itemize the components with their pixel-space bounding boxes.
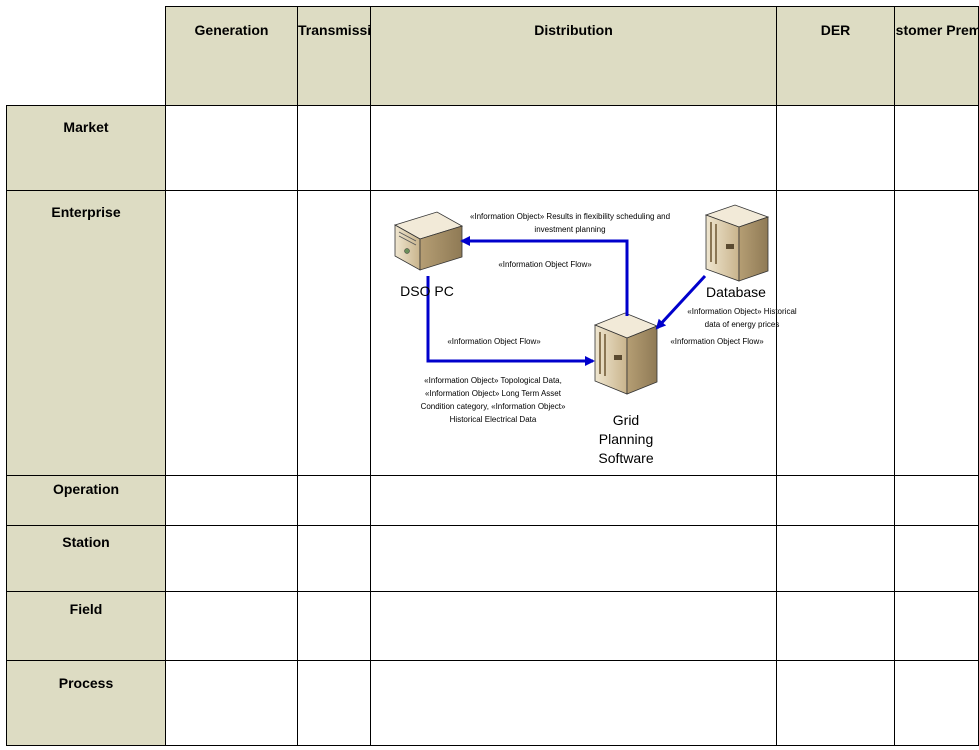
grid-cell-market-transmission: [297, 105, 371, 191]
domain-header-generation: Generation: [165, 6, 298, 106]
flow-arrow-results[interactable]: [460, 236, 629, 316]
grid-cell-operation-generation: [165, 475, 298, 526]
grid-cell-enterprise-generation: [165, 190, 298, 476]
historical-prices-flow-label: «Information Object Flow»: [670, 337, 764, 346]
database-label: Database: [706, 284, 766, 300]
grid-cell-market-generation: [165, 105, 298, 191]
zone-header-operation: Operation: [6, 475, 166, 526]
historical-prices-object-label-line-1: «Information Object» Historical: [687, 307, 797, 316]
topological-object-label-line-3: Condition category, «Information Object»: [421, 402, 566, 411]
grid-planning-label-line-1: Grid: [613, 412, 639, 428]
grid-cell-operation-transmission: [297, 475, 371, 526]
domain-header-distribution: Distribution: [370, 6, 777, 106]
grid-cell-station-generation: [165, 525, 298, 592]
grid-planning-label-line-3: Software: [598, 450, 653, 466]
grid-planning-label-line-2: Planning: [599, 431, 654, 447]
grid-cell-operation-der: [776, 475, 895, 526]
historical-prices-object-label-line-2: data of energy prices: [705, 320, 780, 329]
database-icon[interactable]: [704, 204, 770, 282]
topological-object-label-line-1: «Information Object» Topological Data,: [424, 376, 562, 385]
domain-header-transmission: Transmission: [297, 6, 388, 106]
results-flow-label: «Information Object Flow»: [498, 260, 592, 269]
grid-cell-station-transmission: [297, 525, 371, 592]
grid-cell-operation-distribution: [370, 475, 777, 526]
zone-header-process: Process: [6, 660, 166, 746]
grid-cell-enterprise-der: [776, 190, 895, 476]
grid-cell-process-der: [776, 660, 895, 746]
topological-flow-label: «Information Object Flow»: [447, 337, 541, 346]
grid-cell-market-distribution: [370, 105, 777, 191]
domain-header-customer-premises: Customer Premises: [894, 6, 979, 106]
grid-cell-market-customer-premises: [894, 105, 979, 191]
topological-object-label-line-2: «Information Object» Long Term Asset: [425, 389, 562, 398]
zone-header-station: Station: [6, 525, 166, 592]
grid-cell-station-customer-premises: [894, 525, 979, 592]
flow-arrow-historical-prices[interactable]: [655, 274, 707, 330]
flow-arrow-topological[interactable]: [426, 276, 595, 366]
dsc-pc-icon[interactable]: [393, 211, 464, 271]
results-object-label-line-1: «Information Object» Results in flexibil…: [470, 212, 670, 221]
grid-cell-market-der: [776, 105, 895, 191]
grid-cell-field-customer-premises: [894, 591, 979, 661]
dsc-pc-label: DSO PC: [400, 283, 454, 299]
topological-object-label-line-4: Historical Electrical Data: [450, 415, 537, 424]
results-object-label-line-2: investment planning: [534, 225, 605, 234]
grid-planning-software-icon[interactable]: [593, 312, 659, 395]
zone-header-enterprise: Enterprise: [6, 190, 166, 476]
zone-header-field: Field: [6, 591, 166, 661]
grid-cell-operation-customer-premises: [894, 475, 979, 526]
grid-cell-process-distribution: [370, 660, 777, 746]
